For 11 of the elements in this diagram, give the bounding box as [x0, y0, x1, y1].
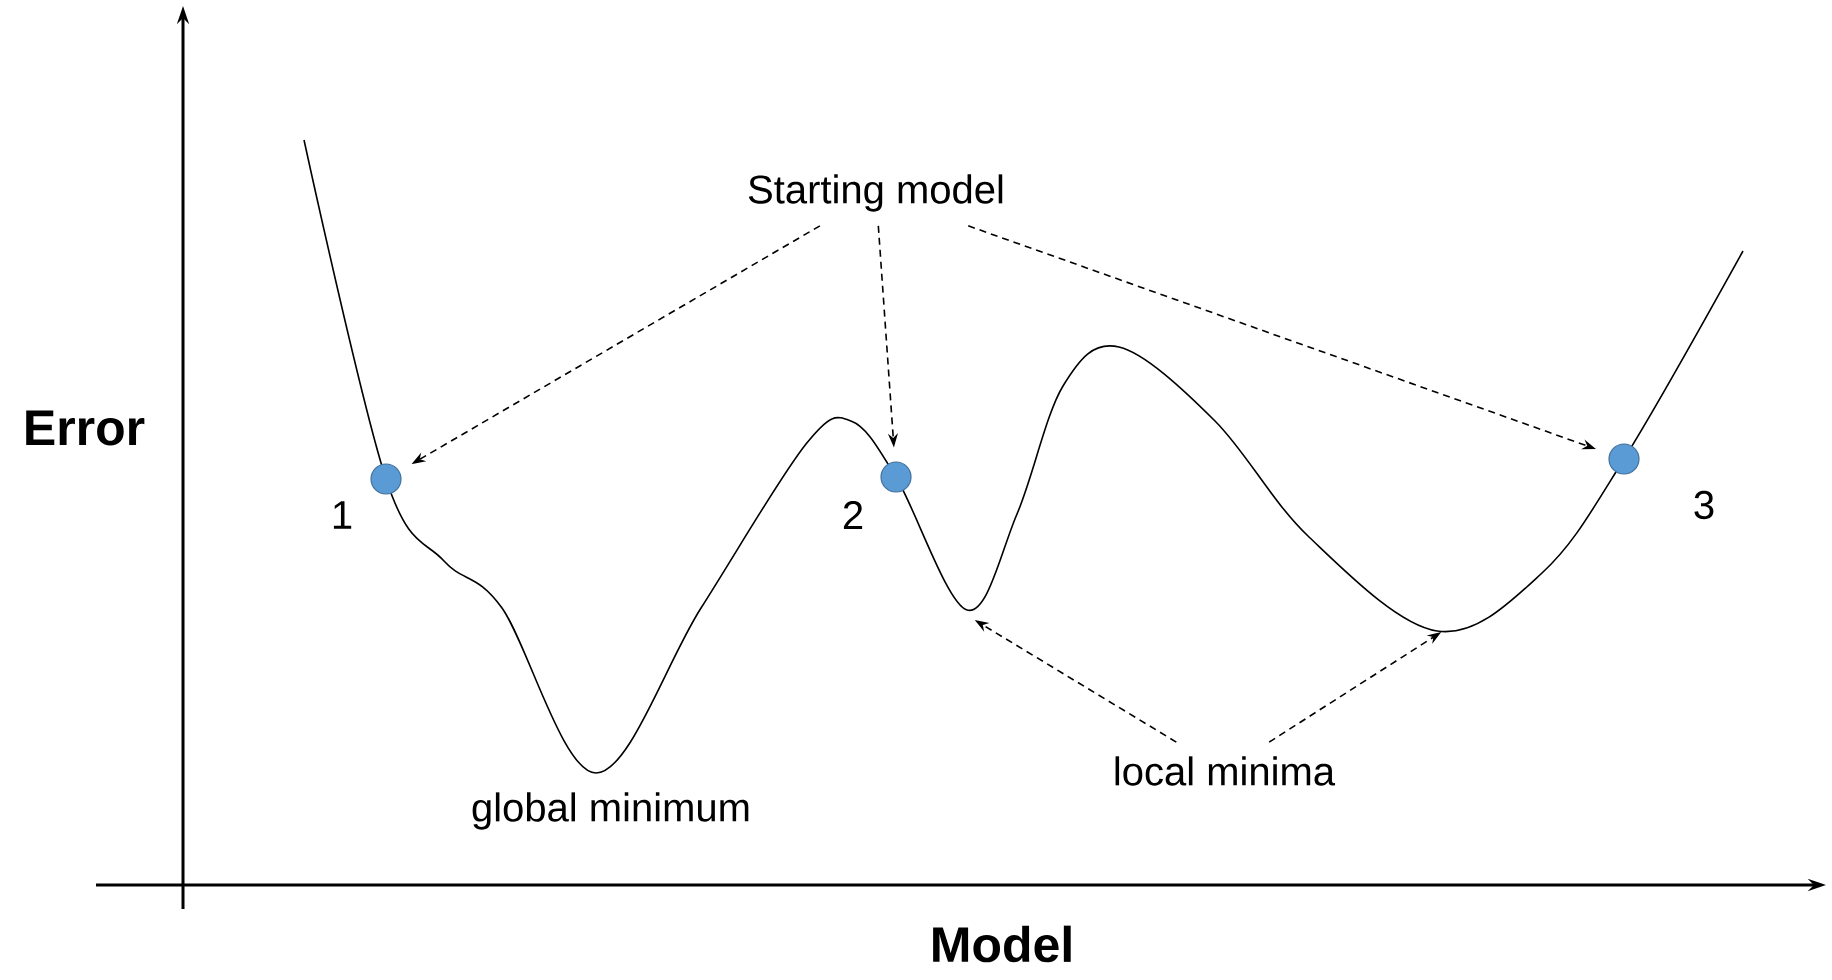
point-number: 3	[1694, 490, 1714, 520]
point-number: 2	[843, 501, 863, 529]
text-label: global minimum	[472, 792, 749, 830]
text-label: local minima	[1115, 756, 1336, 786]
axis-title: Model	[933, 925, 1071, 963]
axis-title: Error	[26, 410, 145, 446]
point-marker	[370, 463, 402, 495]
point-marker	[880, 461, 912, 493]
point-marker	[1608, 443, 1640, 475]
point-number: 1	[333, 501, 352, 529]
text-label: Starting model	[748, 174, 1003, 212]
